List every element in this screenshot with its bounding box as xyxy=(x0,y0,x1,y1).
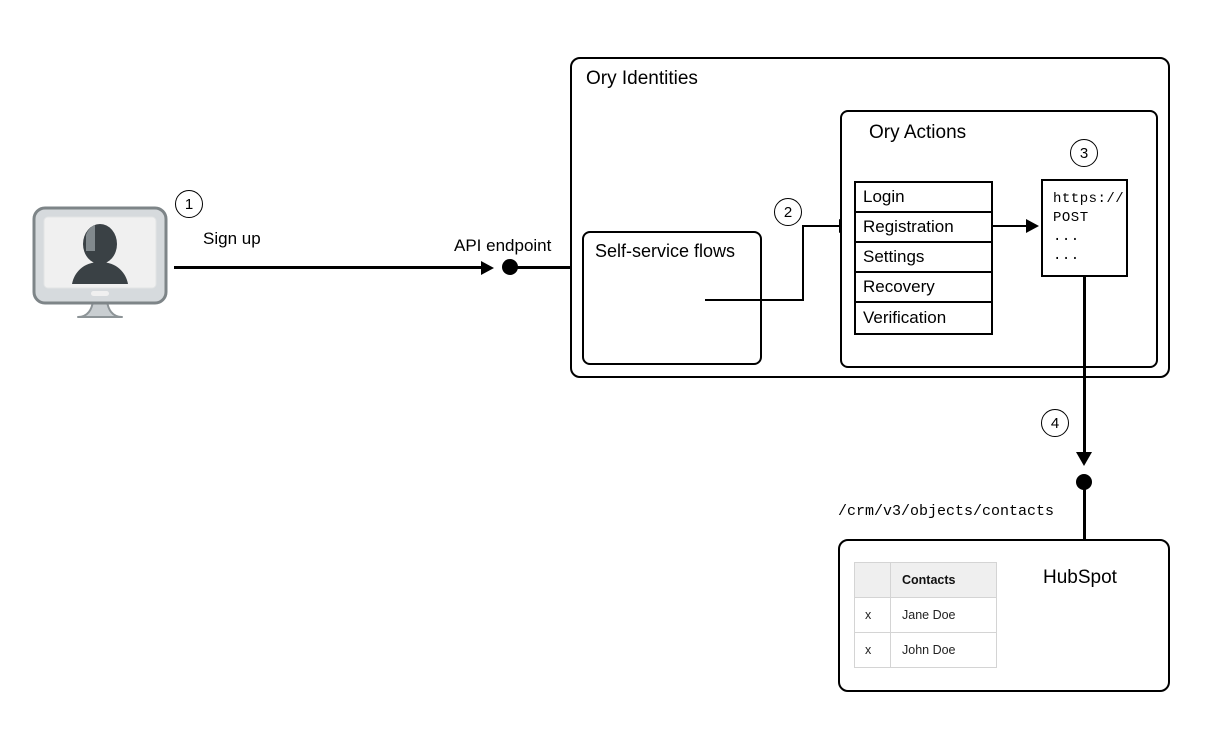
registration-webhook-connector xyxy=(993,225,1028,227)
hubspot-endpoint-connector xyxy=(1083,482,1086,540)
table-cell-name: John Doe xyxy=(890,632,997,668)
signup-arrowhead-icon xyxy=(481,260,494,275)
webhook-line-method: POST xyxy=(1053,210,1089,226)
webhook-hubspot-arrowhead-icon xyxy=(1076,452,1092,466)
step-badge-1: 1 xyxy=(175,190,203,218)
table-header-row: Contacts xyxy=(854,562,997,598)
table-header-contacts: Contacts xyxy=(890,562,997,598)
api-endpoint-label: API endpoint xyxy=(454,236,552,255)
contacts-table-wrapper: Contacts x Jane Doe x John Doe xyxy=(854,562,997,668)
contacts-table: Contacts x Jane Doe x John Doe xyxy=(854,562,997,668)
ory-actions-flow-list: Login Registration Settings Recovery Ver… xyxy=(854,181,993,335)
self-service-flows-box xyxy=(582,231,762,365)
webhook-line-body-1: ... xyxy=(1053,229,1080,245)
flow-item-settings[interactable]: Settings xyxy=(856,243,991,273)
table-cell-flag: x xyxy=(854,597,891,633)
webhook-line-url: https:// xyxy=(1053,191,1125,207)
webhook-request-box: https:// POST ... ... xyxy=(1041,179,1128,277)
flow-connector-segment-1 xyxy=(705,299,804,301)
step-badge-4: 4 xyxy=(1041,409,1069,437)
flow-item-registration[interactable]: Registration xyxy=(856,213,991,243)
table-header-flag xyxy=(854,562,891,598)
ory-identities-title: Ory Identities xyxy=(586,68,698,89)
api-endpoint-connector xyxy=(510,266,572,269)
table-cell-flag: x xyxy=(854,632,891,668)
user-monitor-icon xyxy=(30,205,170,325)
hubspot-endpoint-path-label: /crm/v3/objects/contacts xyxy=(838,503,1055,520)
table-cell-name: Jane Doe xyxy=(890,597,997,633)
flow-item-login[interactable]: Login xyxy=(856,183,991,213)
webhook-line-body-2: ... xyxy=(1053,248,1080,264)
flow-connector-segment-3 xyxy=(802,225,845,227)
flow-item-verification[interactable]: Verification xyxy=(856,303,991,333)
self-service-flows-title: Self-service flows xyxy=(595,241,736,261)
table-row[interactable]: x Jane Doe xyxy=(854,597,997,633)
registration-webhook-arrowhead-icon xyxy=(1026,219,1039,233)
flow-connector-segment-2 xyxy=(802,225,804,301)
step-badge-2: 2 xyxy=(774,198,802,226)
table-row[interactable]: x John Doe xyxy=(854,632,997,668)
webhook-hubspot-connector-line xyxy=(1083,277,1086,462)
hubspot-title: HubSpot xyxy=(1043,567,1117,588)
flow-item-recovery[interactable]: Recovery xyxy=(856,273,991,303)
ory-actions-title: Ory Actions xyxy=(869,122,967,143)
signup-label: Sign up xyxy=(203,229,261,248)
step-badge-3: 3 xyxy=(1070,139,1098,167)
signup-connector-line xyxy=(174,266,481,269)
